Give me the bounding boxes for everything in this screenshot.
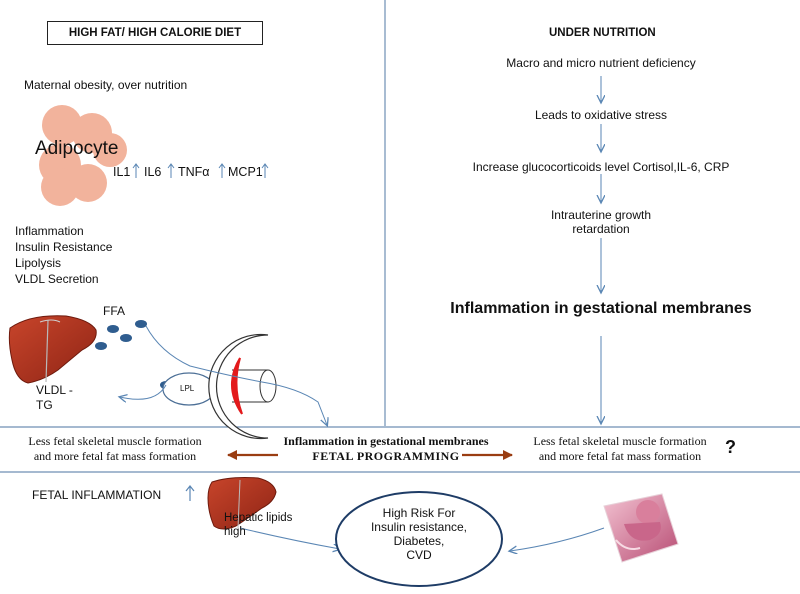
effect-inflammation: Inflammation <box>15 224 84 238</box>
cytokine-il1: IL1 <box>113 165 131 179</box>
step-glucocorticoids: Increase glucocorticoids level Cortisol,… <box>472 160 730 174</box>
risk-ellipse <box>335 491 503 587</box>
cytokine-il6: IL6 <box>144 165 162 179</box>
liver-icon <box>8 315 97 384</box>
right-title: UNDER NUTRITION <box>549 27 656 39</box>
fetal-inflammation-label: FETAL INFLAMMATION <box>32 488 162 502</box>
membrane-crescent <box>208 333 269 440</box>
question-mark: ? <box>725 437 736 457</box>
inflammation-membranes-heading: Inflammation in gestational membranes <box>450 300 752 317</box>
effect-vldl-secretion: VLDL Secretion <box>15 272 99 286</box>
effect-lipolysis: Lipolysis <box>15 256 62 270</box>
left-title: HIGH FAT/ HIGH CALORIE DIET <box>47 21 263 45</box>
step-oxidative-stress: Leads to oxidative stress <box>534 108 668 122</box>
fetus-image <box>603 493 679 563</box>
risk-line1: High Risk For <box>382 506 456 520</box>
membrane-red-band <box>231 357 243 415</box>
ffa-label: FFA <box>103 304 126 318</box>
effect-insulin-resistance: Insulin Resistance <box>15 240 113 254</box>
risk-line2: Insulin resistance, <box>370 520 468 534</box>
adipocyte-label: Adipocyte <box>35 138 119 159</box>
risk-line4: CVD <box>406 548 432 562</box>
maternal-text: Maternal obesity, over nutrition <box>24 78 188 92</box>
cytokine-tnf: TNFα <box>178 165 210 179</box>
lpl-label: LPL <box>180 384 195 393</box>
adipocyte-cluster <box>39 105 127 206</box>
right-outcome-line1: Less fetal skeletal muscle formation <box>533 434 707 448</box>
fetal-programming-text: FETAL PROGRAMMING <box>312 449 460 463</box>
left-outcome-line1: Less fetal skeletal muscle formation <box>28 434 202 448</box>
center-inflammation-text: Inflammation in gestational membranes <box>283 434 489 448</box>
vldl-label-1: VLDL - <box>36 383 73 397</box>
iugr-line2: retardation <box>572 222 630 236</box>
cytokine-up-arrows <box>132 163 269 178</box>
ffa-dots <box>95 320 172 389</box>
step-deficiency: Macro and micro nutrient deficiency <box>506 56 696 70</box>
right-outcome-line2: and more fetal fat mass formation <box>538 449 702 463</box>
cytokine-mcp1: MCP1 <box>228 165 263 179</box>
hepatic-lipids-line2: high <box>224 526 246 538</box>
liver-small-icon <box>207 477 277 530</box>
risk-line3: Diabetes, <box>393 534 445 548</box>
left-outcome-line2: and more fetal fat mass formation <box>33 449 197 463</box>
iugr-line1: Intrauterine growth <box>550 208 652 222</box>
hepatic-lipids-line1: Hepatic lipids <box>224 512 293 524</box>
vldl-label-2: TG <box>36 398 53 412</box>
